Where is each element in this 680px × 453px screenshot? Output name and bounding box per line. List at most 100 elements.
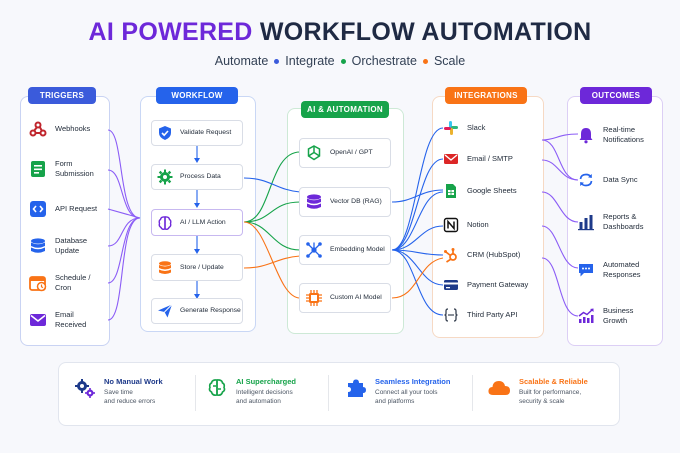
integration-google-sheets[interactable]: Google Sheets [443, 183, 517, 199]
integration-label: Notion [467, 220, 489, 230]
feature-divider [328, 375, 329, 411]
integrations-panel [432, 96, 544, 338]
credit-card-icon [444, 280, 458, 290]
braces-icon [444, 308, 458, 322]
title-rest: WORKFLOW AUTOMATION [259, 18, 592, 46]
sheets-icon [446, 184, 456, 198]
ai-item-label: Custom AI Model [330, 294, 382, 302]
paper-plane-icon [158, 304, 173, 318]
outcome-label: Real-time Notifications [603, 125, 644, 144]
ai-item-label: Vector DB (RAG) [330, 198, 382, 206]
cloud-icon [488, 381, 510, 395]
email-icon [444, 154, 458, 164]
integration-notion[interactable]: Notion [443, 217, 489, 233]
subtitle-word: Automate [214, 54, 269, 68]
ai-item-embedding-model[interactable]: Embedding Model [299, 235, 391, 265]
database-icon [307, 194, 321, 209]
outcome-business-growth[interactable]: Business Growth [577, 306, 633, 325]
network-icon [306, 242, 322, 258]
ai-header: AI & AUTOMATION [301, 101, 389, 118]
workflow-step-label: Generate Response [180, 307, 241, 315]
calendar-icon [29, 275, 47, 291]
feature-description: Intelligent decisions and automation [236, 389, 293, 405]
workflow-step-label: AI / LLM Action [180, 218, 226, 226]
integration-label: CRM (HubSpot) [467, 250, 521, 260]
feature-seamless-integration: Seamless Integration Connect all your to… [345, 377, 450, 406]
workflow-header: WORKFLOW [156, 87, 238, 104]
workflow-step-validate-request[interactable]: Validate Request [151, 120, 243, 146]
integration-payment-gateway[interactable]: Payment Gateway [443, 277, 528, 293]
trigger-email-received[interactable]: Email Received [29, 310, 86, 329]
feature-description: Save time and reduce errors [104, 389, 156, 405]
trigger-label: Email Received [55, 310, 87, 329]
openai-icon [307, 145, 321, 161]
integration-label: Email / SMTP [467, 154, 513, 164]
feature-title: Scalable & Reliable [519, 377, 588, 386]
outcome-reports-dashboards[interactable]: Reports & Dashboards [577, 212, 643, 231]
feature-divider [195, 375, 196, 411]
workflow-step-generate-response[interactable]: Generate Response [151, 298, 243, 324]
outcomes-header: OUTCOMES [580, 87, 652, 104]
integration-crm-hubspot[interactable]: CRM (HubSpot) [443, 247, 520, 263]
sync-icon [579, 173, 593, 187]
trigger-api-request[interactable]: API Request [29, 200, 97, 218]
workflow-step-process-data[interactable]: Process Data [151, 164, 243, 190]
title-highlight: AI POWERED [88, 18, 253, 46]
ai-item-vector-db[interactable]: Vector DB (RAG) [299, 187, 391, 217]
subtitle-word: Integrate [285, 54, 335, 68]
code-icon [30, 201, 46, 217]
ai-brain-icon [208, 379, 226, 396]
ai-item-custom-ai-model[interactable]: Custom AI Model [299, 283, 391, 313]
feature-scalable-reliable: Scalable & Reliable Built for performanc… [487, 377, 588, 406]
integration-slack[interactable]: Slack [443, 120, 485, 136]
email-icon [30, 313, 46, 326]
separator-dot [274, 59, 280, 65]
features-bar [58, 362, 620, 426]
gears-icon [75, 379, 95, 398]
feature-title: No Manual Work [104, 377, 163, 386]
puzzle-icon [348, 379, 366, 397]
feature-divider [472, 375, 473, 411]
triggers-header: TRIGGERS [28, 87, 96, 104]
chip-icon [306, 290, 322, 306]
trigger-label: API Request [55, 204, 98, 214]
integration-label: Third Party API [467, 310, 518, 320]
workflow-step-ai-llm-action[interactable]: AI / LLM Action [151, 209, 243, 236]
integration-third-party-api[interactable]: Third Party API [443, 307, 517, 323]
page-title: AI POWERED WORKFLOW AUTOMATION [0, 18, 680, 47]
gear-icon [157, 169, 173, 185]
chat-icon [579, 263, 593, 276]
subtitle-word: Scale [433, 54, 466, 68]
trigger-label: Database Update [55, 236, 88, 255]
workflow-step-store-update[interactable]: Store / Update [151, 254, 243, 281]
ai-item-label: Embedding Model [330, 246, 385, 254]
trigger-label: Form Submission [55, 159, 94, 178]
integration-email-smtp[interactable]: Email / SMTP [443, 151, 513, 167]
ai-item-openai-gpt[interactable]: OpenAI / GPT [299, 138, 391, 168]
trigger-schedule-cron[interactable]: Schedule / Cron [29, 273, 90, 292]
triggers-panel [20, 96, 110, 346]
trigger-form-submission[interactable]: Form Submission [29, 159, 94, 178]
outcome-automated-responses[interactable]: Automated Responses [577, 260, 641, 279]
trigger-label: Webhooks [55, 124, 91, 134]
shield-check-icon [159, 126, 171, 140]
subtitle-word: Orchestrate [351, 54, 417, 68]
bell-icon [579, 127, 593, 143]
growth-icon [578, 308, 594, 323]
feature-no-manual-work: No Manual Work Save time and reduce erro… [74, 377, 163, 406]
integrations-header: INTEGRATIONS [445, 87, 527, 104]
workflow-step-label: Validate Request [180, 129, 232, 137]
trigger-database-update[interactable]: Database Update [29, 236, 87, 255]
outcome-real-time-notifications[interactable]: Real-time Notifications [577, 125, 644, 144]
feature-description: Built for performance, security & scale [519, 389, 582, 405]
outcome-data-sync[interactable]: Data Sync [577, 171, 638, 189]
database-icon [159, 260, 171, 274]
trigger-webhooks[interactable]: Webhooks [29, 120, 90, 138]
feature-title: Seamless Integration [375, 377, 451, 386]
bar-chart-icon [578, 214, 594, 230]
workflow-step-label: Process Data [180, 173, 221, 181]
hubspot-icon [444, 248, 457, 263]
outcome-label: Data Sync [603, 175, 638, 185]
outcome-label: Automated Responses [603, 260, 641, 279]
